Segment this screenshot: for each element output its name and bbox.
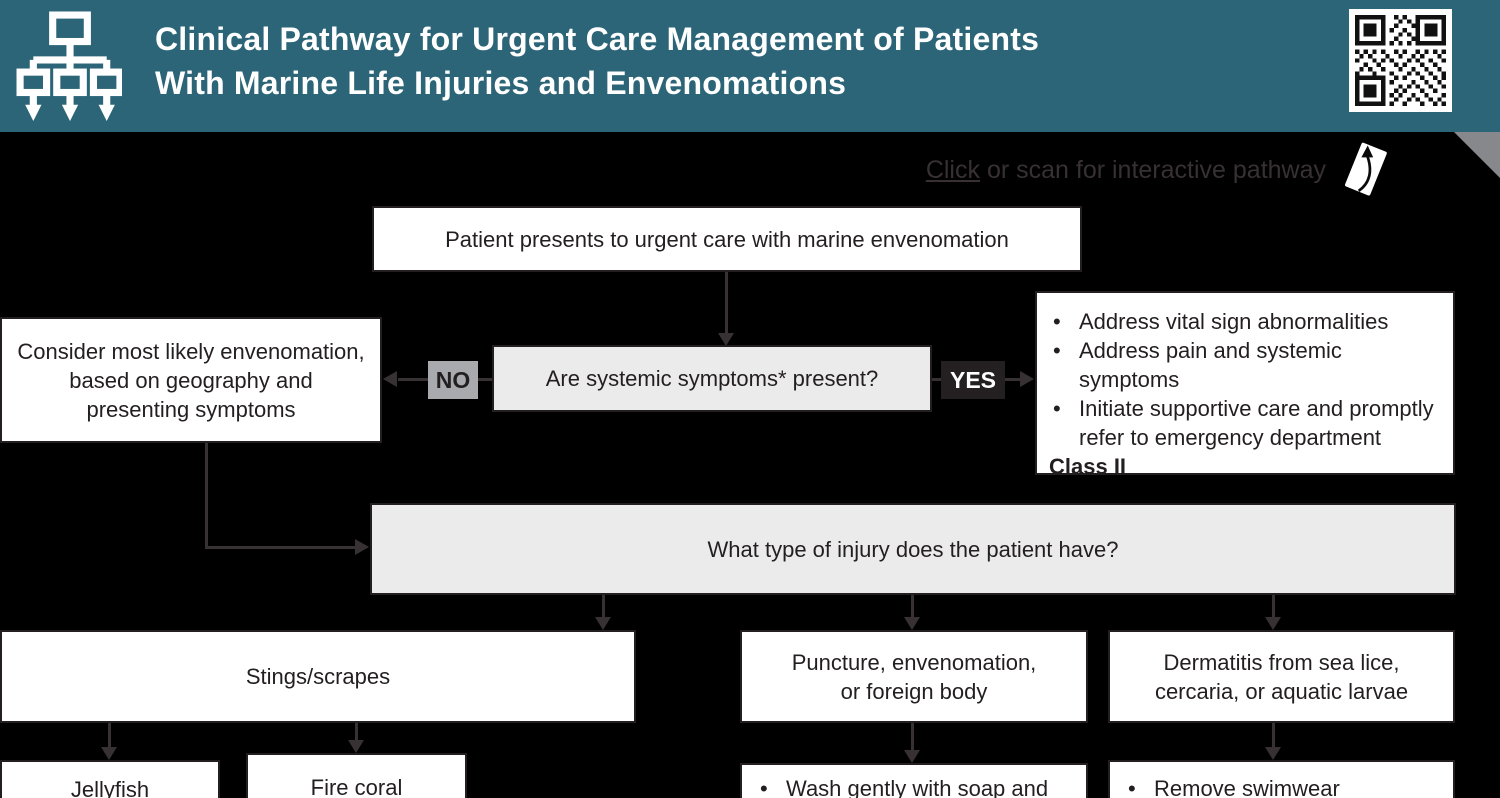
qr-code[interactable] — [1349, 9, 1452, 112]
node-branch-stings: Stings/scrapes — [0, 630, 636, 723]
node-fire-coral: Fire coral — [246, 753, 467, 798]
connector-injury-dermatitis-line — [1272, 595, 1275, 619]
connector-decision-no-line — [478, 378, 492, 381]
node-consider-envenomation: Consider most likely envenomation, based… — [0, 317, 382, 443]
consider-line2: based on geography and — [69, 367, 313, 393]
connector-start-decision-arrowhead — [718, 333, 734, 346]
connector-consider-injury-arrowhead — [355, 539, 369, 555]
page-title-line2: With Marine Life Injuries and Envenomati… — [155, 65, 847, 101]
yes-label-text: YES — [949, 366, 997, 393]
wash-instruction-item: Wash gently with soap and — [756, 774, 1076, 798]
branch-puncture-line1: Puncture, envenomation, — [791, 649, 1037, 675]
connector-stings-jellyfish-line — [108, 723, 111, 749]
connector-start-decision-line — [725, 272, 728, 334]
connector-no-consider-line — [398, 378, 428, 381]
cta-text: Click or scan for interactive pathway — [926, 156, 1326, 185]
node-injury-question: What type of injury does the patient hav… — [370, 503, 1456, 595]
connector-yes-actions-arrowhead — [1020, 371, 1034, 387]
connector-stings-firecoral-arrowhead — [348, 740, 364, 753]
no-label: NO — [428, 361, 478, 399]
node-start-label: Patient presents to urgent care with mar… — [445, 226, 1009, 252]
jellyfish-label: Jellyfish — [70, 777, 150, 798]
node-start: Patient presents to urgent care with mar… — [372, 206, 1082, 272]
connector-no-consider-arrowhead — [383, 371, 397, 387]
node-remove-swimwear: Remove swimwear — [1108, 760, 1455, 798]
yes-label: YES — [941, 361, 1005, 399]
evidence-class-badge: Class II — [1049, 454, 1127, 479]
qr-code-icon — [1355, 15, 1446, 106]
systemic-actions-list: Address vital sign abnormalities Address… — [1049, 307, 1445, 452]
cta-row: Click or scan for interactive pathway — [926, 138, 1394, 202]
connector-consider-elbow-vertical — [205, 443, 208, 549]
consider-line1: Consider most likely envenomation, — [17, 338, 365, 364]
connector-injury-stings-line — [602, 595, 605, 619]
systemic-action-item: Initiate supportive care and promptly re… — [1049, 394, 1445, 452]
connector-dermatitis-remove-arrowhead — [1265, 747, 1281, 760]
node-branch-dermatitis: Dermatitis from sea lice, cercaria, or a… — [1108, 630, 1455, 723]
connector-stings-firecoral-line — [355, 723, 358, 742]
connector-injury-puncture-line — [911, 595, 914, 619]
branch-puncture-line2: or foreign body — [840, 678, 988, 704]
node-wash-instructions: Wash gently with soap and — [740, 763, 1088, 798]
connector-injury-stings-arrowhead — [595, 617, 611, 630]
no-label-text: NO — [435, 366, 471, 393]
click-link[interactable]: Click — [925, 155, 980, 184]
page-title-line1: Clinical Pathway for Urgent Care Managem… — [155, 21, 1040, 57]
connector-puncture-wash-line — [911, 723, 914, 752]
systemic-action-item: Address pain and systemic symptoms — [1049, 336, 1445, 394]
connector-consider-elbow-horizontal — [205, 546, 356, 549]
connector-stings-jellyfish-arrowhead — [101, 747, 117, 760]
click-gesture-icon[interactable] — [1336, 138, 1394, 202]
header-bar: Clinical Pathway for Urgent Care Managem… — [0, 0, 1500, 132]
branch-stings-label: Stings/scrapes — [245, 664, 391, 689]
connector-yes-actions-line — [1005, 378, 1021, 381]
wash-instructions-list: Wash gently with soap and — [756, 774, 1076, 798]
flowchart-icon — [16, 11, 122, 122]
node-decision-systemic: Are systemic symptoms* present? — [492, 345, 932, 412]
node-jellyfish: Jellyfish — [0, 760, 220, 798]
connector-puncture-wash-arrowhead — [904, 750, 920, 763]
cta-rest: or scan for interactive pathway — [980, 155, 1326, 184]
systemic-action-item: Address vital sign abnormalities — [1049, 307, 1445, 336]
injury-question-label: What type of injury does the patient hav… — [707, 536, 1119, 562]
connector-injury-dermatitis-arrowhead — [1265, 617, 1281, 630]
connector-injury-puncture-arrowhead — [904, 617, 920, 630]
remove-swimwear-list: Remove swimwear — [1124, 774, 1443, 798]
node-systemic-actions: Address vital sign abnormalities Address… — [1035, 291, 1455, 479]
branch-dermatitis-line1: Dermatitis from sea lice, — [1163, 649, 1400, 675]
corner-fold — [1454, 132, 1500, 178]
fire-coral-label: Fire coral — [310, 775, 403, 798]
remove-swimwear-item: Remove swimwear — [1124, 774, 1443, 798]
connector-dermatitis-remove-line — [1272, 723, 1275, 749]
consider-line3: presenting symptoms — [86, 396, 296, 422]
page-title: Clinical Pathway for Urgent Care Managem… — [155, 17, 1039, 105]
node-branch-puncture: Puncture, envenomation, or foreign body — [740, 630, 1088, 723]
branch-dermatitis-line2: cercaria, or aquatic larvae — [1154, 678, 1409, 704]
node-decision-label: Are systemic symptoms* present? — [545, 366, 879, 391]
connector-decision-yes-line — [932, 378, 941, 381]
